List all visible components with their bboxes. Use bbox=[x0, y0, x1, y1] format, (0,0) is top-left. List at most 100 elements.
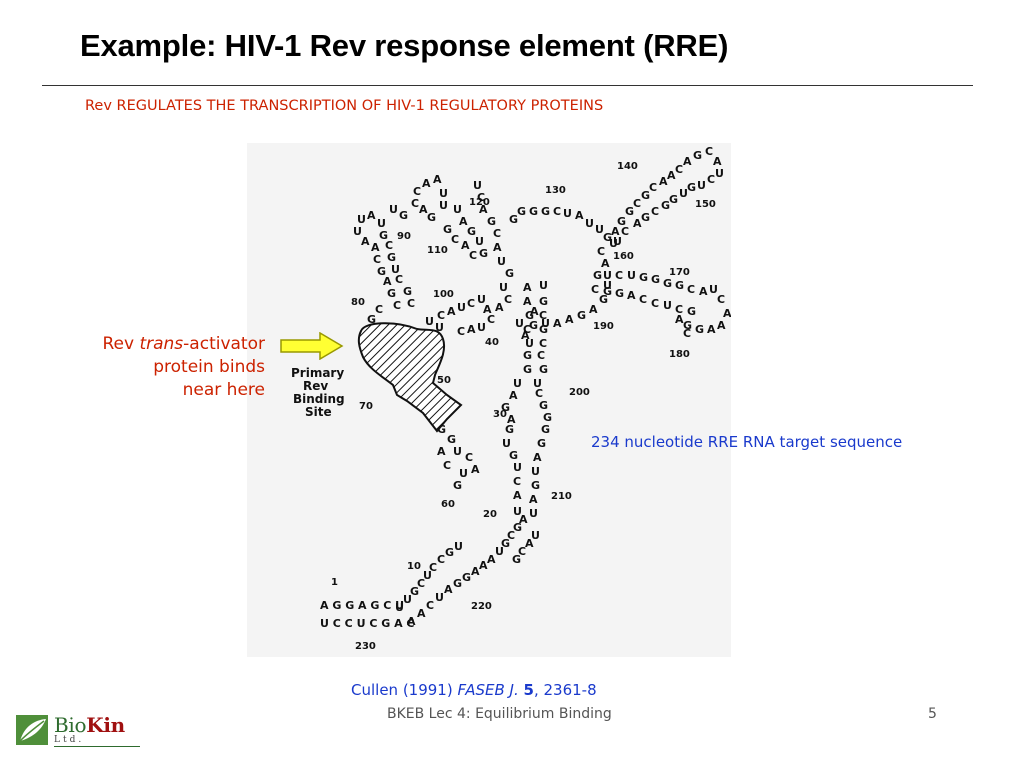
svg-text:G: G bbox=[501, 537, 510, 550]
svg-text:A: A bbox=[479, 559, 488, 572]
svg-text:U: U bbox=[533, 377, 542, 390]
callout-line-2: protein binds bbox=[153, 357, 265, 377]
svg-text:U: U bbox=[497, 255, 506, 268]
slide-footer: BKEB Lec 4: Equilibrium Binding bbox=[387, 706, 612, 722]
position-label-10: 10 bbox=[407, 561, 421, 572]
svg-text:U: U bbox=[423, 569, 432, 582]
svg-text:G: G bbox=[379, 229, 388, 242]
svg-text:C: C bbox=[417, 577, 425, 590]
page-number: 5 bbox=[928, 706, 937, 722]
svg-text:U: U bbox=[541, 317, 550, 330]
svg-text:U: U bbox=[525, 337, 534, 350]
binding-label-line-1: Primary bbox=[291, 366, 344, 380]
svg-text:U: U bbox=[475, 235, 484, 248]
svg-text:A: A bbox=[487, 553, 496, 566]
binding-site-region bbox=[357, 322, 463, 433]
svg-text:U: U bbox=[377, 217, 386, 230]
svg-text:C: C bbox=[385, 239, 393, 252]
svg-text:A: A bbox=[461, 239, 470, 252]
binding-label-line-2: Rev bbox=[303, 379, 328, 393]
svg-text:U: U bbox=[609, 237, 618, 250]
svg-text:A: A bbox=[717, 319, 726, 332]
svg-text:U: U bbox=[531, 465, 540, 478]
svg-text:U: U bbox=[531, 529, 540, 542]
rev-binding-callout: Rev trans-activator protein binds near h… bbox=[40, 333, 265, 402]
svg-text:A: A bbox=[417, 607, 426, 620]
svg-text:G: G bbox=[683, 319, 692, 332]
svg-text:U: U bbox=[395, 601, 404, 614]
svg-text:G: G bbox=[577, 309, 586, 322]
biokin-logo: BioKin Ltd. bbox=[16, 713, 140, 749]
svg-text:A: A bbox=[433, 173, 442, 186]
svg-text:C: C bbox=[507, 529, 515, 542]
svg-text:A: A bbox=[459, 215, 468, 228]
svg-text:A: A bbox=[495, 301, 504, 314]
svg-text:C: C bbox=[437, 309, 445, 322]
svg-text:U: U bbox=[391, 263, 400, 276]
svg-text:A: A bbox=[683, 155, 692, 168]
svg-text:A: A bbox=[361, 235, 370, 248]
svg-text:G: G bbox=[467, 225, 476, 238]
svg-text:U: U bbox=[513, 505, 522, 518]
svg-text:G: G bbox=[603, 285, 612, 298]
callout-rev-text: Rev bbox=[102, 334, 140, 354]
svg-text:G: G bbox=[505, 267, 514, 280]
logo-ltd-text: Ltd. bbox=[54, 735, 85, 745]
svg-text:A: A bbox=[575, 209, 584, 222]
svg-text:U: U bbox=[439, 187, 448, 200]
svg-text:C: C bbox=[451, 233, 459, 246]
svg-text:U: U bbox=[389, 203, 398, 216]
svg-text:C: C bbox=[707, 173, 715, 186]
svg-text:G: G bbox=[517, 205, 526, 218]
citation-journal: FASEB J. bbox=[457, 681, 519, 699]
svg-text:A: A bbox=[713, 155, 722, 168]
svg-text:A: A bbox=[675, 313, 684, 326]
svg-text:A: A bbox=[523, 281, 532, 294]
svg-text:A G G A G C U: A G G A G C U bbox=[320, 599, 404, 612]
svg-text:C: C bbox=[651, 297, 659, 310]
svg-text:C: C bbox=[535, 387, 543, 400]
svg-text:A: A bbox=[407, 615, 416, 628]
svg-text:U: U bbox=[439, 199, 448, 212]
svg-text:C: C bbox=[675, 163, 683, 176]
svg-text:C: C bbox=[457, 325, 465, 338]
svg-text:G: G bbox=[625, 205, 634, 218]
svg-text:A: A bbox=[529, 493, 538, 506]
svg-text:C: C bbox=[393, 299, 401, 312]
svg-text:U: U bbox=[495, 545, 504, 558]
position-label-160: 160 bbox=[613, 251, 634, 262]
svg-text:A: A bbox=[447, 305, 456, 318]
svg-text:G: G bbox=[512, 553, 521, 566]
svg-text:C: C bbox=[477, 191, 485, 204]
svg-text:A: A bbox=[507, 413, 516, 426]
svg-text:U: U bbox=[603, 269, 612, 282]
svg-text:A: A bbox=[589, 303, 598, 316]
svg-text:G: G bbox=[529, 319, 538, 332]
svg-text:A: A bbox=[611, 225, 620, 238]
svg-text:G: G bbox=[617, 215, 626, 228]
position-label-230: 230 bbox=[355, 641, 376, 652]
svg-text:G: G bbox=[453, 479, 462, 492]
svg-text:G: G bbox=[641, 189, 650, 202]
position-label-60: 60 bbox=[441, 499, 455, 510]
svg-text:G: G bbox=[541, 423, 550, 436]
svg-text:G: G bbox=[599, 293, 608, 306]
citation-authors: Cullen (1991) bbox=[351, 681, 458, 699]
svg-text:U: U bbox=[425, 315, 434, 328]
svg-text:G: G bbox=[462, 571, 471, 584]
position-label-150: 150 bbox=[695, 199, 716, 210]
svg-text:C: C bbox=[597, 245, 605, 258]
svg-text:C: C bbox=[539, 337, 547, 350]
svg-text:A: A bbox=[521, 329, 530, 342]
callout-line-1: Rev trans-activator bbox=[40, 333, 265, 356]
svg-text:C: C bbox=[705, 145, 713, 158]
svg-text:G: G bbox=[615, 287, 624, 300]
svg-text:G: G bbox=[509, 213, 518, 226]
svg-text:C: C bbox=[717, 293, 725, 306]
svg-text:C: C bbox=[537, 349, 545, 362]
citation-volume: 5 bbox=[523, 681, 534, 699]
svg-text:U: U bbox=[585, 217, 594, 230]
svg-text:C: C bbox=[375, 303, 383, 316]
svg-text:A: A bbox=[471, 463, 480, 476]
svg-text:C: C bbox=[553, 205, 561, 218]
